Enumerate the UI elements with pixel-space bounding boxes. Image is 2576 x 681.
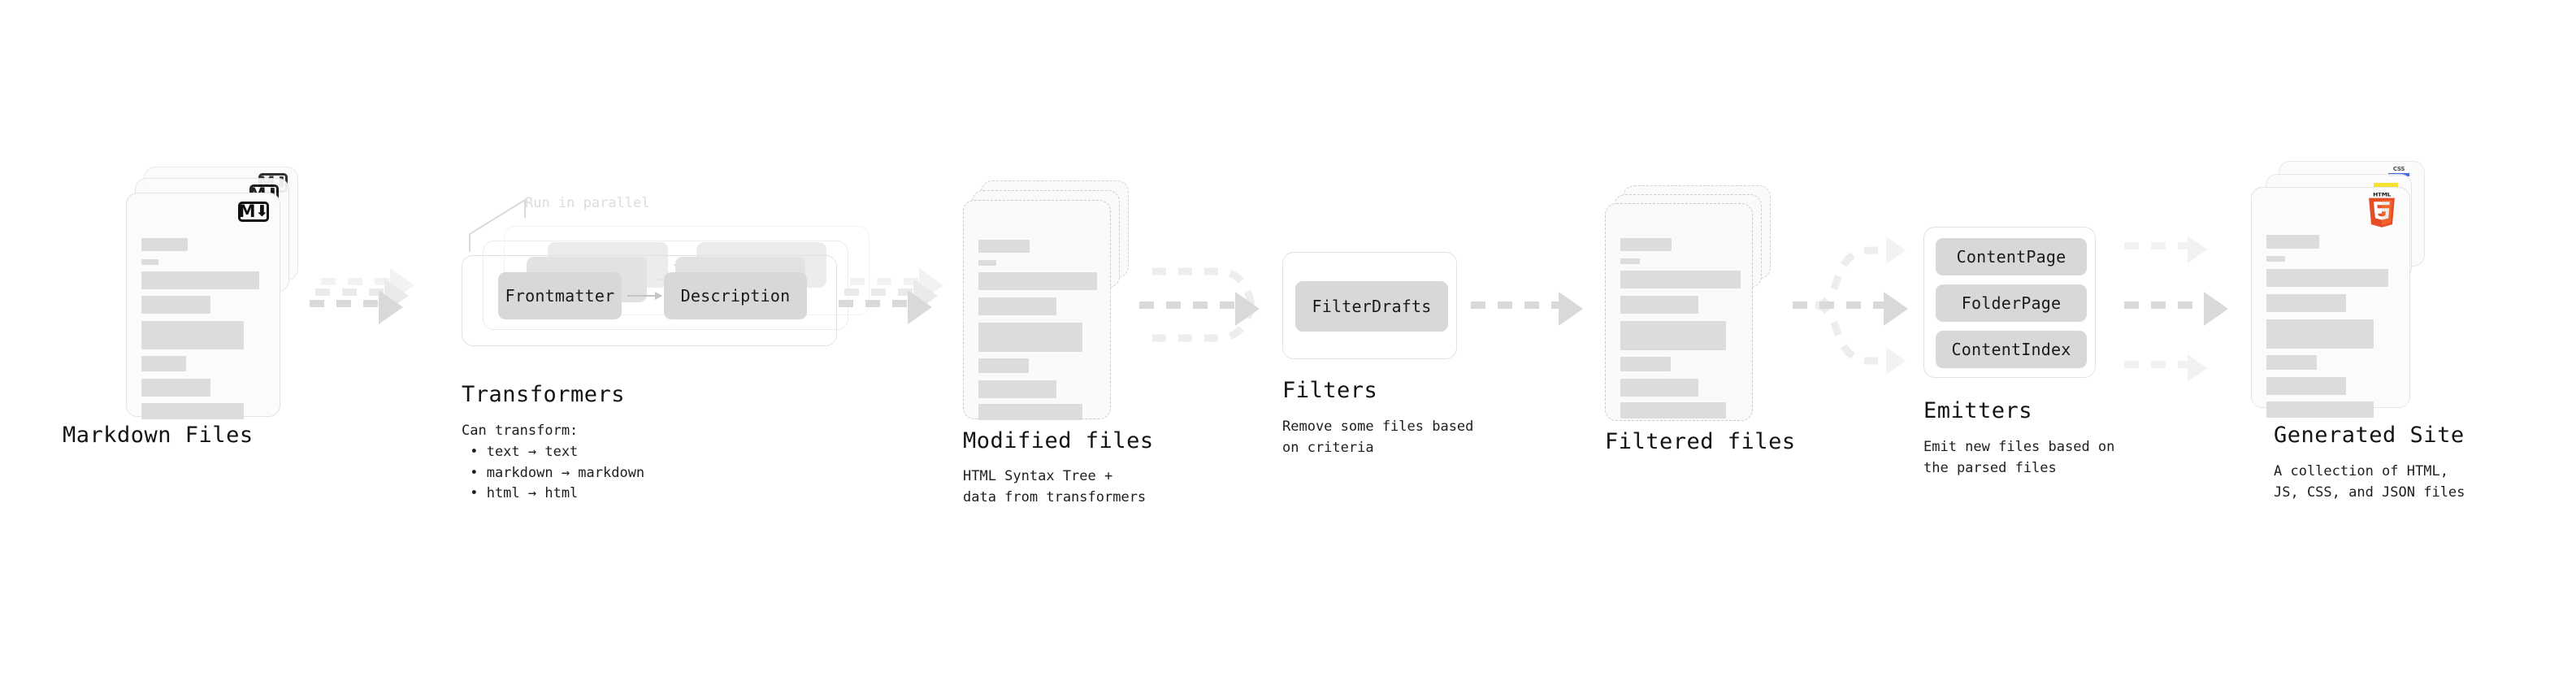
filters-group: FilterDrafts bbox=[1282, 252, 1457, 359]
stage-desc-emitters: Emit new files based on the parsed files bbox=[1923, 439, 2115, 476]
html5-icon: HTML bbox=[2369, 193, 2395, 228]
emitters-group: ContentPage FolderPage ContentIndex bbox=[1923, 227, 2096, 378]
stage-title-filters: Filters bbox=[1282, 378, 1378, 403]
parallel-bracket bbox=[469, 198, 526, 252]
stage-desc-modified-files: HTML Syntax Tree + data from transformer… bbox=[963, 468, 1147, 505]
filtered-card-content bbox=[1606, 204, 1752, 420]
transformer-chip-description[interactable]: Description bbox=[664, 272, 807, 319]
filter-chip-filterdrafts[interactable]: FilterDrafts bbox=[1295, 281, 1448, 332]
stage-title-transformers: Transformers bbox=[462, 382, 626, 407]
markdown-icon: M⬇ bbox=[238, 202, 269, 222]
stage-desc-transformers: Can transform: • text → text • markdown … bbox=[462, 423, 645, 502]
site-card-front-html: HTML bbox=[2251, 187, 2410, 418]
stage-desc-generated-site: A collection of HTML, JS, CSS, and JSON … bbox=[2274, 463, 2465, 501]
stage-title-emitters: Emitters bbox=[1923, 398, 2033, 423]
stage-markdown-files: M⬇ M⬇ M⬇ bbox=[63, 167, 301, 448]
markdown-card-content bbox=[127, 193, 280, 419]
stage-title-modified-files: Modified files bbox=[963, 428, 1154, 453]
emitter-chip-contentpage[interactable]: ContentPage bbox=[1936, 238, 2087, 275]
svg-text:HTML: HTML bbox=[2373, 193, 2392, 198]
stage-title-filtered-files: Filtered files bbox=[1605, 429, 1796, 454]
filtered-card-front bbox=[1605, 203, 1753, 421]
emitter-chip-contentindex[interactable]: ContentIndex bbox=[1936, 331, 2087, 368]
markdown-card-front: M⬇ bbox=[126, 193, 280, 419]
transformer-chip-frontmatter[interactable]: Frontmatter bbox=[498, 272, 622, 319]
transformer-layer-front: Frontmatter Description bbox=[462, 255, 837, 346]
stage-generated-site: CSS HTML bbox=[2251, 161, 2465, 501]
stage-title-generated-site: Generated Site bbox=[2274, 423, 2465, 448]
run-in-parallel-label: Run in parallel bbox=[525, 195, 650, 211]
stage-modified-files: Modified files HTML Syntax Tree + data f… bbox=[963, 180, 1153, 505]
stage-desc-filters: Remove some files based on criteria bbox=[1282, 419, 1474, 456]
emitter-chip-folderpage[interactable]: FolderPage bbox=[1936, 284, 2087, 322]
stage-title-markdown-files: Markdown Files bbox=[63, 423, 254, 448]
modified-card-content bbox=[964, 201, 1110, 420]
site-card-content bbox=[2252, 188, 2409, 418]
stage-filtered-files: Filtered files bbox=[1605, 185, 1795, 454]
modified-card-front bbox=[963, 200, 1111, 420]
